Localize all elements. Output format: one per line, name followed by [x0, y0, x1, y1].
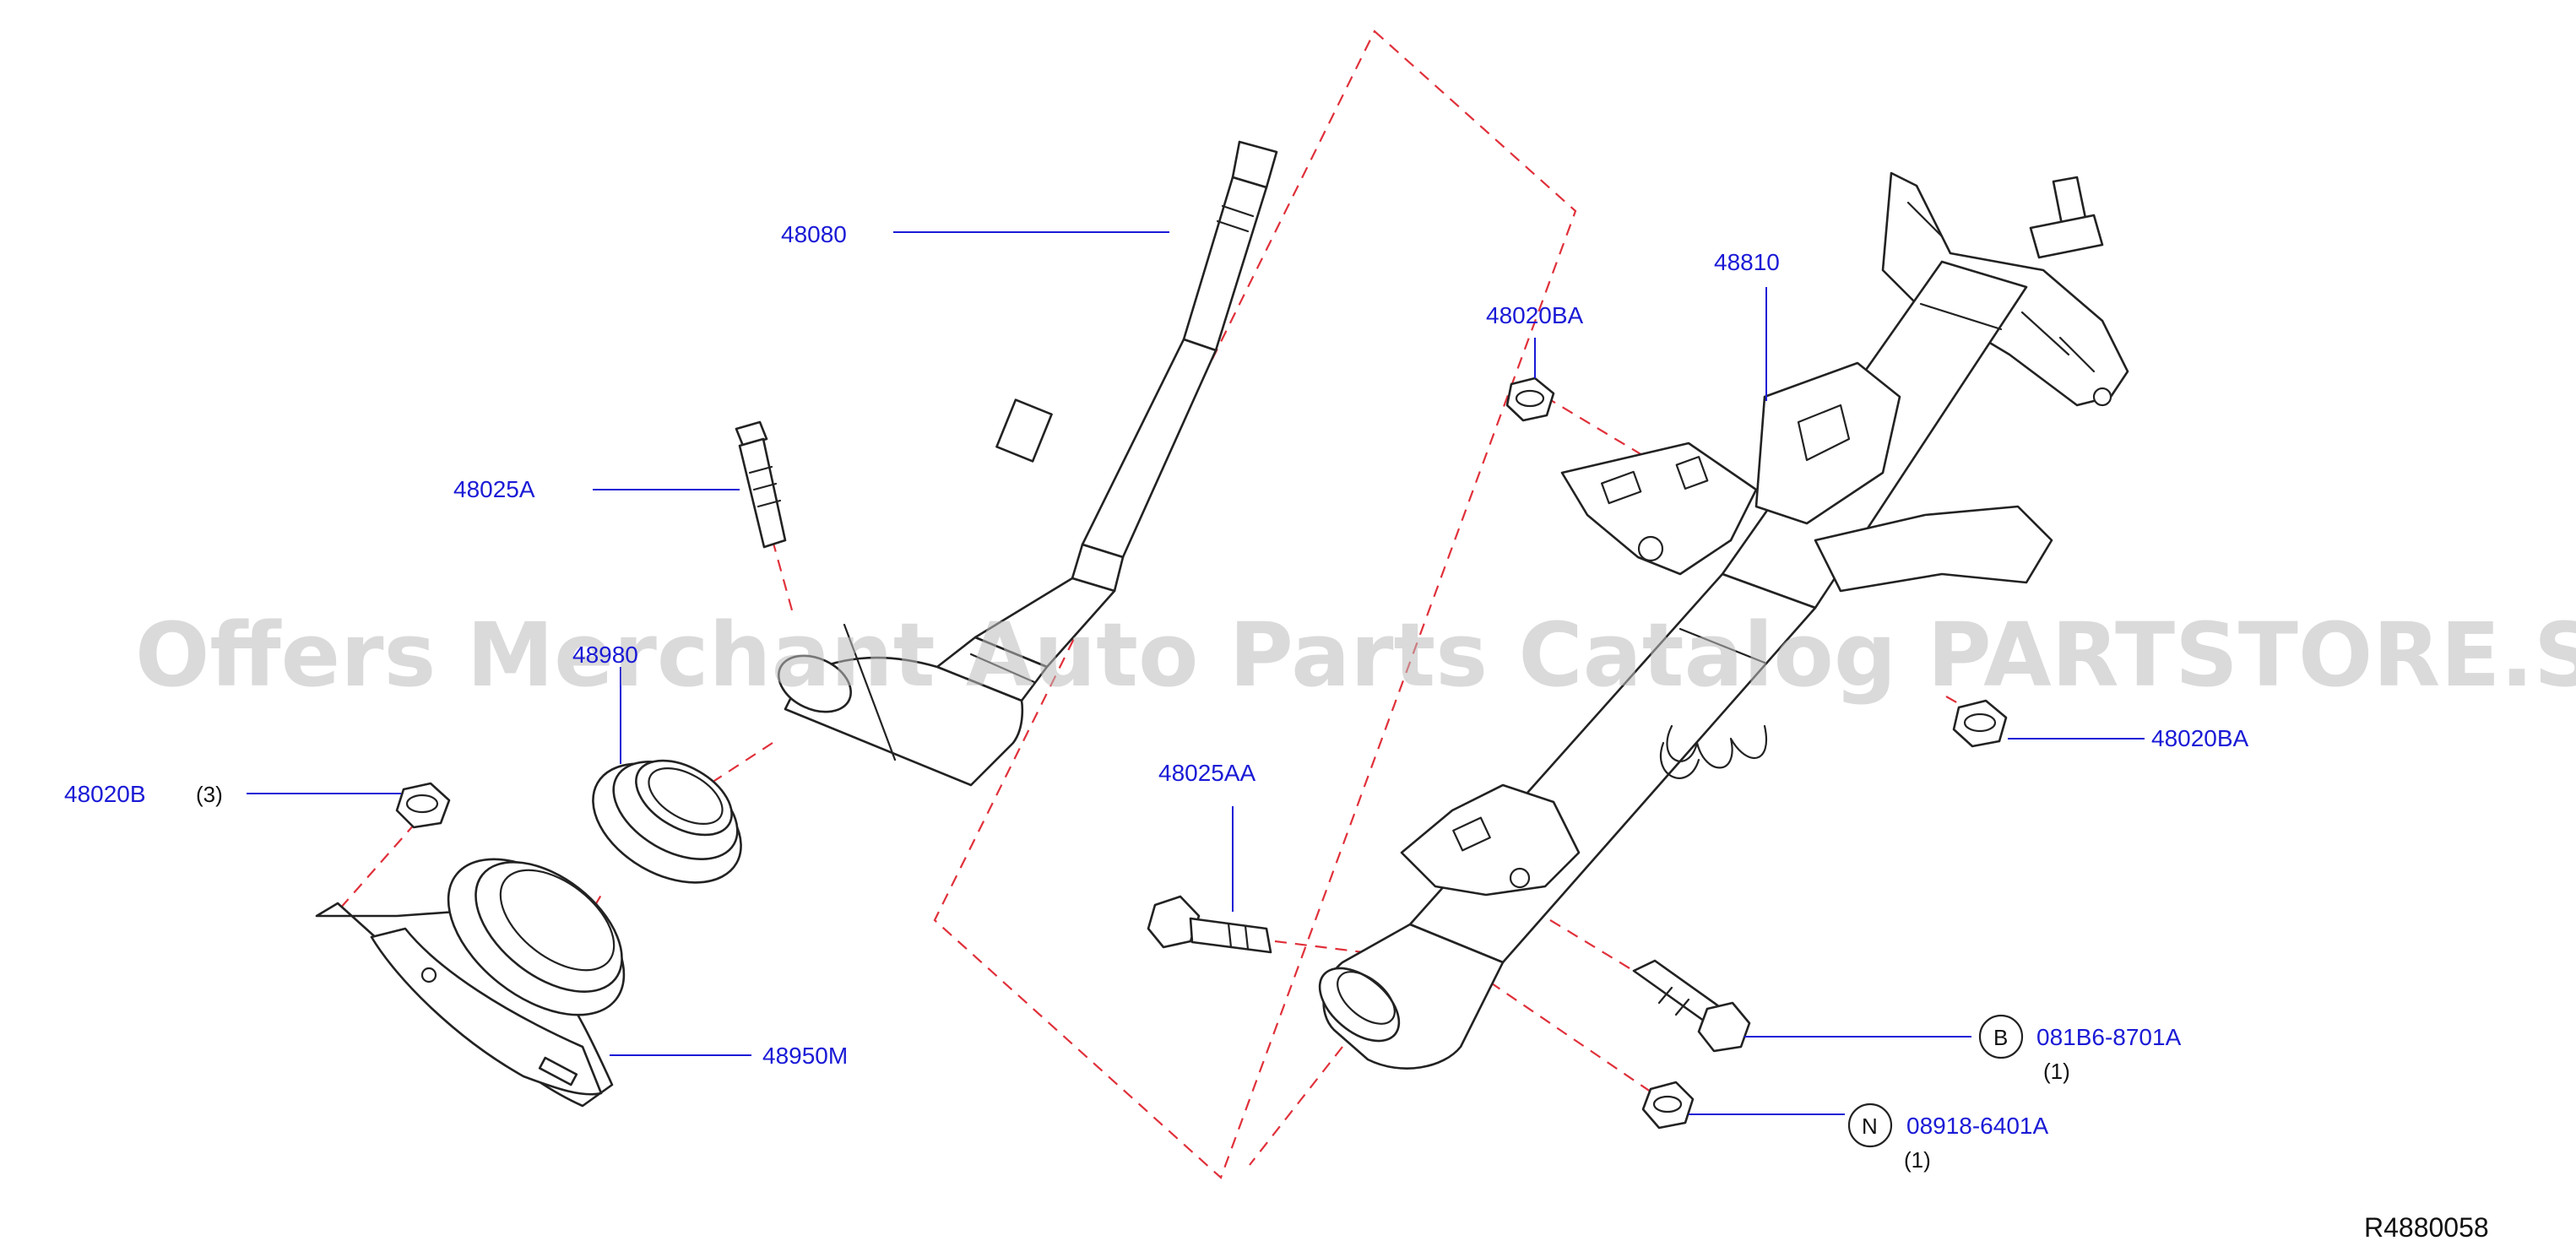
marker-b-circle — [1978, 1014, 2024, 1059]
nut-08918-6401A[interactable] — [1641, 1081, 1695, 1130]
label-08918-6401A-qty: (1) — [1904, 1147, 1931, 1173]
seal-48980[interactable] — [572, 740, 762, 908]
label-081B6-8701A-qty: (1) — [2043, 1059, 2070, 1084]
intermediate-shaft-48080[interactable] — [770, 140, 1278, 787]
label-48980[interactable]: 48980 — [572, 642, 638, 668]
label-081B6-8701A[interactable]: 081B6-8701A — [2036, 1024, 2182, 1050]
steering-column-48810[interactable] — [1306, 171, 2129, 1070]
nut-48020BA-right[interactable] — [1952, 699, 2008, 748]
bolt-48025AA[interactable] — [1147, 895, 1272, 954]
label-48020B[interactable]: 48020B — [64, 781, 146, 807]
marker-b-letter: B — [1993, 1025, 2008, 1050]
label-48080[interactable]: 48080 — [781, 221, 847, 247]
leader-lines — [247, 231, 2145, 1115]
nut-48020B[interactable] — [395, 782, 451, 829]
marker-n-circle — [1847, 1103, 1893, 1148]
label-48025AA[interactable]: 48025AA — [1158, 760, 1256, 786]
nut-48020BA-top[interactable] — [1505, 377, 1555, 422]
bolt-081B6-8701A[interactable] — [1632, 959, 1751, 1053]
hole-cover-48950M[interactable] — [315, 828, 653, 1108]
marker-n-letter: N — [1862, 1113, 1878, 1139]
diagram-reference: R4880058 — [2364, 1212, 2489, 1243]
label-48025A[interactable]: 48025A — [453, 476, 535, 502]
label-48020BA-top[interactable]: 48020BA — [1486, 302, 1584, 328]
label-48950M[interactable]: 48950M — [762, 1043, 848, 1069]
label-08918-6401A[interactable]: 08918-6401A — [1906, 1113, 2048, 1139]
bolt-48025A[interactable] — [735, 420, 787, 549]
label-48020BA-right[interactable]: 48020BA — [2151, 725, 2249, 751]
label-48810[interactable]: 48810 — [1714, 249, 1780, 275]
label-48020B-qty: (3) — [196, 782, 223, 807]
watermark-text: Offers Merchant Auto Parts Catalog PARTS… — [135, 604, 2576, 707]
